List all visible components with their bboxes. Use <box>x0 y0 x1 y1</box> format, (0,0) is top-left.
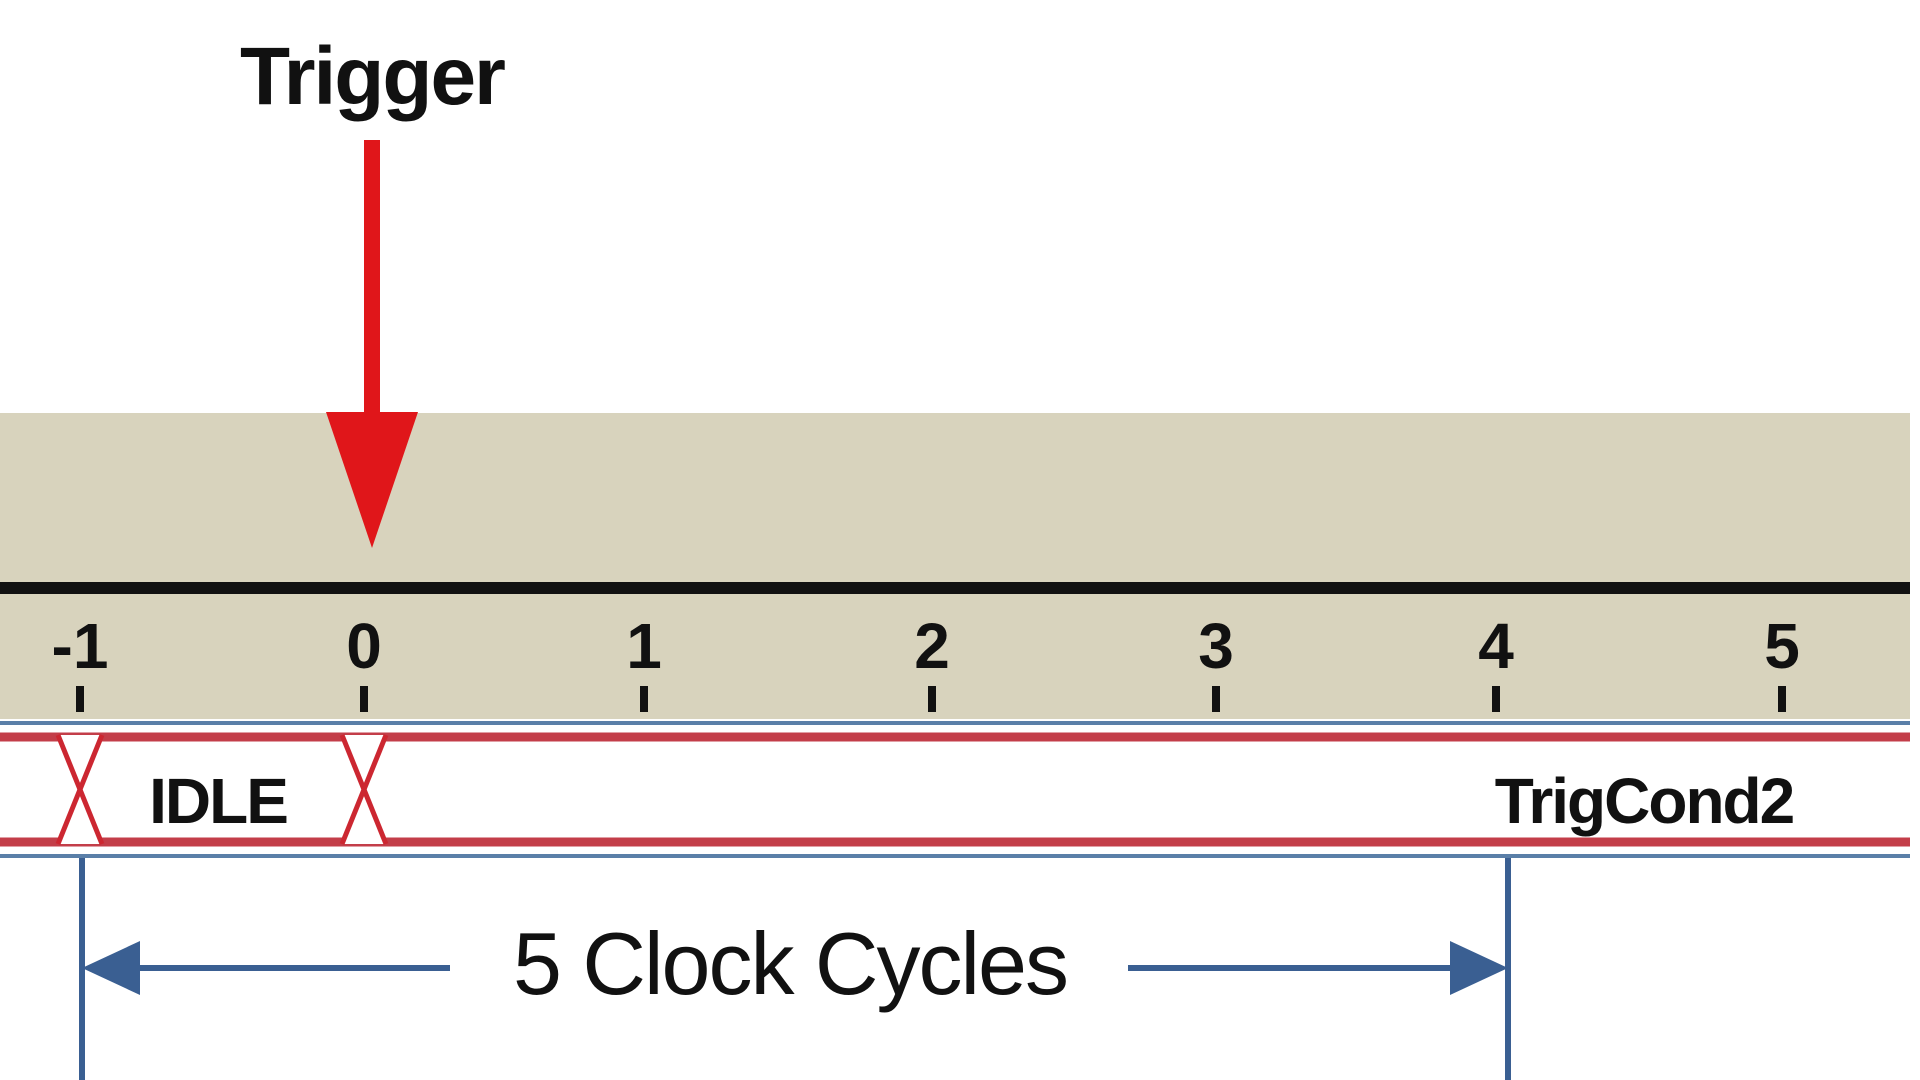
timeline-band <box>0 413 1910 719</box>
trigger-label: Trigger <box>240 31 505 122</box>
tick-label: -1 <box>52 610 109 682</box>
tick-label: 3 <box>1198 610 1234 682</box>
bus-state-trigcond2: TrigCond2 <box>1495 765 1794 837</box>
arrowhead-left-icon <box>82 941 140 995</box>
bus-transition-zero <box>339 734 389 845</box>
tick-label: 5 <box>1764 610 1800 682</box>
tick-group: -1 0 1 2 3 4 5 <box>52 610 1800 712</box>
trigger-arrow-icon <box>326 140 418 548</box>
bus-transition-minus1 <box>55 734 105 845</box>
tick-label: 4 <box>1478 610 1514 682</box>
clock-cycle-measurement <box>79 858 1511 1080</box>
measure-label: 5 Clock Cycles <box>513 914 1067 1013</box>
tick-label: 1 <box>626 610 662 682</box>
tick-label: 0 <box>346 610 382 682</box>
bus-state-idle: IDLE <box>149 765 287 837</box>
tick-label: 2 <box>914 610 950 682</box>
arrowhead-right-icon <box>1450 941 1508 995</box>
bus-signal <box>0 721 1910 858</box>
